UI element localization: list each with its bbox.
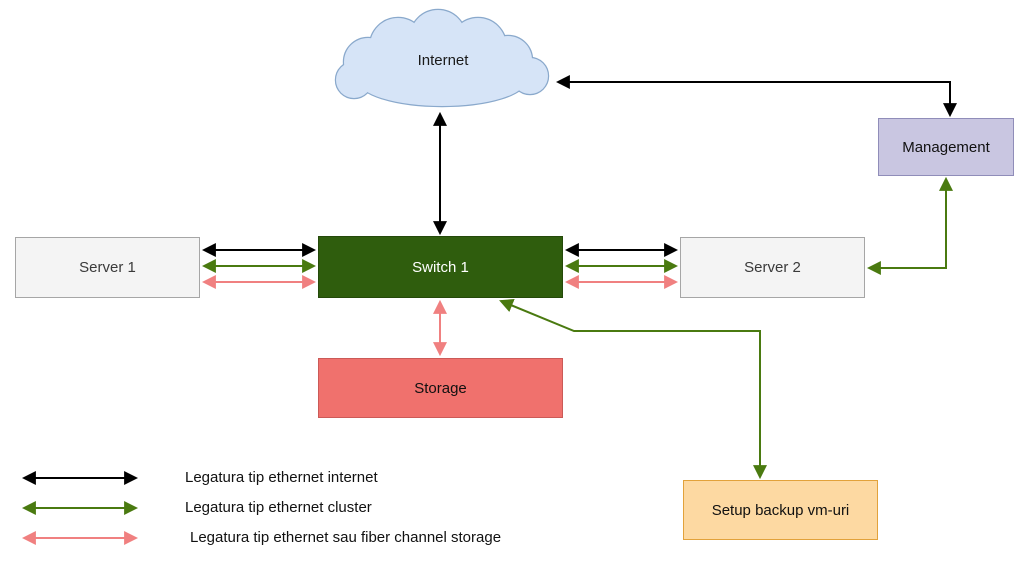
link-management-server2 [866,176,953,275]
node-backup-label: Setup backup vm-uri [711,501,850,519]
node-server2-label: Server 2 [744,259,801,276]
legend-item-cluster: Legatura tip ethernet cluster [185,499,372,516]
node-storage: Storage [318,358,563,418]
node-backup: Setup backup vm-uri [683,480,878,540]
node-server1: Server 1 [15,237,200,298]
node-management-label: Management [902,138,990,156]
node-storage-label: Storage [414,379,467,397]
node-switch1-label: Switch 1 [412,258,469,276]
node-internet-label: Internet [417,52,469,69]
legend-item-internet: Legatura tip ethernet internet [185,469,378,486]
legend-item-storage: Legatura tip ethernet sau fiber channel … [190,529,502,546]
node-management: Management [878,118,1014,176]
node-server1-label: Server 1 [79,259,136,276]
node-switch1: Switch 1 [318,236,563,298]
node-server2: Server 2 [680,237,865,298]
link-internet-management [555,75,957,118]
